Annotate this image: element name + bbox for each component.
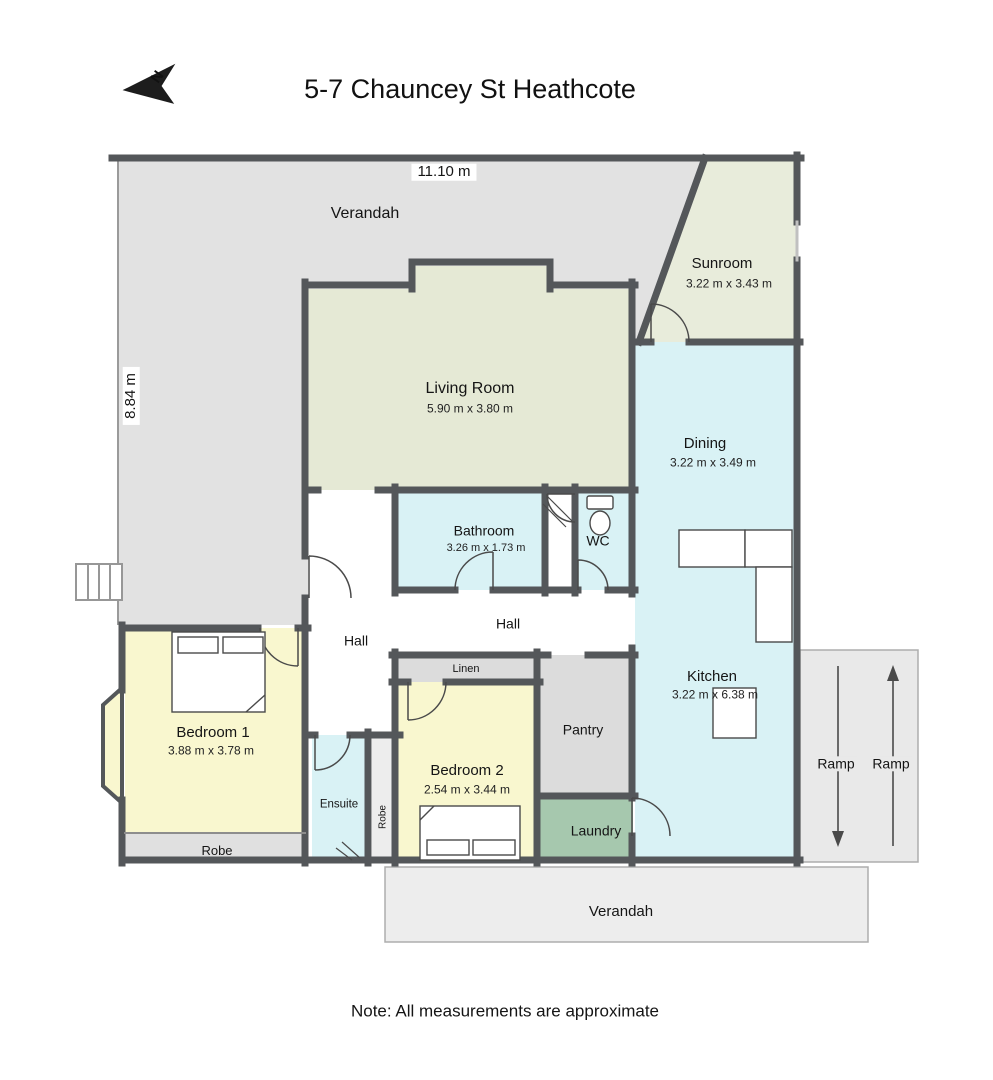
label-ensuite: Ensuite xyxy=(319,798,359,811)
pantry-area xyxy=(540,655,633,796)
label-hall-lower: Hall xyxy=(343,632,369,649)
linen-area xyxy=(398,655,537,682)
dimension-height: 8.84 m xyxy=(122,367,140,425)
bathroom-door xyxy=(454,551,494,591)
kitchen-counter-icon xyxy=(678,529,793,739)
ensuite-area xyxy=(312,735,365,861)
fixtures xyxy=(75,495,899,861)
verandah-bottom-area xyxy=(384,866,869,943)
label-dining-size: 3.22 m x 3.49 m xyxy=(669,455,757,470)
laundry-area xyxy=(540,796,633,860)
label-pantry: Pantry xyxy=(562,721,604,738)
ramp-arrows-icon xyxy=(832,665,899,847)
walls xyxy=(108,151,805,867)
shower-door xyxy=(546,493,576,523)
wc-door xyxy=(577,559,609,591)
label-bedroom2-size: 2.54 m x 3.44 m xyxy=(423,782,511,797)
label-kitchen-size: 3.22 m x 6.38 m xyxy=(671,687,759,702)
ramp-area xyxy=(799,649,919,863)
label-living-room: Living Room xyxy=(425,380,515,398)
living-room-area xyxy=(308,266,632,490)
label-ramp-right: Ramp xyxy=(869,755,913,772)
label-verandah-top: Verandah xyxy=(330,205,400,223)
steps-icon xyxy=(75,563,123,601)
room-fills xyxy=(101,160,919,943)
sunroom-area xyxy=(641,160,797,342)
label-laundry: Laundry xyxy=(570,822,622,839)
label-hall-upper: Hall xyxy=(495,615,521,632)
label-kitchen: Kitchen xyxy=(686,667,738,685)
label-dining: Dining xyxy=(683,434,727,452)
toilet-icon xyxy=(586,495,614,536)
label-robe-bedroom1: Robe xyxy=(201,842,233,858)
label-verandah-bottom: Verandah xyxy=(588,902,654,920)
laundry-door xyxy=(631,797,671,837)
note-text: Note: All measurements are approximate xyxy=(350,1001,660,1021)
shower-hatch-icon xyxy=(335,496,573,861)
bay-window xyxy=(101,683,124,808)
label-bedroom1-size: 3.88 m x 3.78 m xyxy=(167,743,255,758)
label-bedroom1: Bedroom 1 xyxy=(176,723,250,741)
bedroom2-door xyxy=(407,681,447,721)
door-swings xyxy=(259,303,690,837)
label-bathroom: Bathroom xyxy=(453,522,515,539)
label-living-room-size: 5.90 m x 3.80 m xyxy=(426,401,514,416)
bed2-icon xyxy=(419,805,521,861)
label-sunroom: Sunroom xyxy=(691,254,753,272)
ensuite-door xyxy=(314,734,351,771)
label-sunroom-size: 3.22 m x 3.43 m xyxy=(685,276,773,291)
front-door xyxy=(308,555,352,599)
bathroom-area xyxy=(398,490,545,590)
label-linen: Linen xyxy=(452,662,480,675)
label-ramp-left: Ramp xyxy=(814,755,858,772)
page-title: 5-7 Chauncey St Heathcote xyxy=(304,74,636,105)
verandah-top-area xyxy=(118,160,704,625)
label-robe-hall: Robe xyxy=(377,805,389,829)
dimension-width: 11.10 m xyxy=(411,163,477,181)
bed1-icon xyxy=(171,631,266,713)
label-bedroom2: Bedroom 2 xyxy=(430,761,504,779)
label-bathroom-size: 3.26 m x 1.73 m xyxy=(446,541,526,554)
label-wc: WC xyxy=(586,532,610,549)
sunroom-door xyxy=(650,303,690,343)
north-arrow-icon: N xyxy=(122,63,176,104)
